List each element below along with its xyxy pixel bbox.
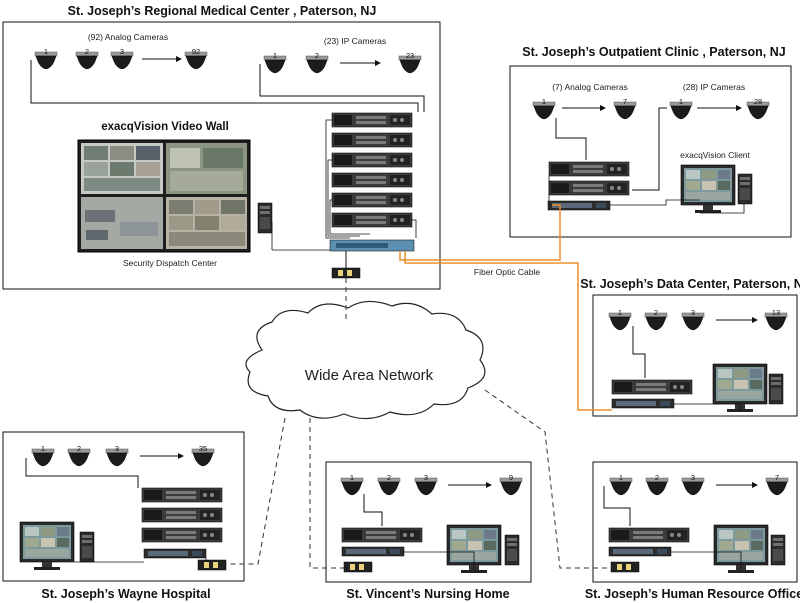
camera-number: 2	[315, 51, 319, 60]
wan-cloud	[245, 300, 486, 420]
outpatient-ip-label: (28) IP Cameras	[683, 82, 745, 92]
core-switch	[329, 239, 415, 252]
wan-links	[226, 278, 612, 569]
camera-number: 1	[618, 308, 622, 317]
camera-number: 1	[41, 444, 45, 453]
camera-number: 1	[679, 97, 683, 106]
network-switch	[341, 546, 405, 557]
workstation-tower	[79, 531, 95, 563]
camera-number: 23	[406, 51, 414, 60]
wan-label: Wide Area Network	[305, 367, 434, 384]
dvr-stack	[141, 487, 223, 543]
wayne-title: St. Joseph’s Wayne Hospital	[41, 587, 210, 601]
camera-number: 1	[619, 473, 623, 482]
camera-number: 1	[273, 51, 277, 60]
fiber-label: Fiber Optic Cable	[474, 267, 540, 277]
videowall-label: exacqVision Video Wall	[101, 121, 229, 133]
vincent-title: St. Vincent’s Nursing Home	[346, 587, 509, 601]
regional-analog-label: (92) Analog Cameras	[88, 32, 168, 42]
camera-number: 1	[44, 47, 48, 56]
network-switch	[143, 548, 207, 559]
camera-number: 2	[77, 444, 81, 453]
workstation-tower	[770, 534, 786, 566]
camera-number: 92	[192, 47, 200, 56]
regional-site-box	[2, 21, 441, 290]
video-wall	[77, 139, 251, 253]
client-monitor	[19, 521, 75, 571]
camera-number: 3	[120, 47, 124, 56]
camera-number: 28	[754, 97, 762, 106]
hr-site-box	[592, 461, 798, 583]
workstation-tower	[768, 373, 784, 405]
client-label: exacqVision Client	[680, 150, 750, 160]
camera-number: 35	[199, 444, 207, 453]
camera-number: 2	[655, 473, 659, 482]
camera-number: 1	[542, 97, 546, 106]
camera-number: 3	[115, 444, 119, 453]
router-icon	[197, 559, 227, 571]
hr-title: St. Joseph’s Human Resource Office	[585, 587, 800, 601]
fiber-optic-cable	[399, 204, 612, 411]
camera-number: 2	[85, 47, 89, 56]
camera-number: 7	[775, 473, 779, 482]
outpatient-title: St. Joseph’s Outpatient Clinic , Paterso…	[522, 45, 786, 59]
router-icon	[610, 561, 640, 573]
router-icon	[343, 561, 373, 573]
regional-title: St. Joseph’s Regional Medical Center , P…	[68, 4, 377, 18]
dvr-stack	[331, 112, 413, 228]
dispatch-label: Security Dispatch Center	[123, 258, 217, 268]
network-switch	[608, 546, 672, 557]
datacenter-site-box	[592, 294, 798, 417]
datacenter-title: St. Joseph’s Data Center, Paterson, NJ	[580, 277, 800, 291]
camera-number: 1	[350, 473, 354, 482]
camera-number: 9	[509, 473, 513, 482]
vincent-site-box	[325, 461, 532, 583]
client-monitor	[680, 164, 736, 214]
dvr-unit	[608, 527, 690, 543]
outpatient-analog-label: (7) Analog Cameras	[552, 82, 628, 92]
dvr-unit	[341, 527, 423, 543]
camera-number: 3	[691, 308, 695, 317]
workstation-tower	[257, 202, 273, 234]
camera-number: 3	[424, 473, 428, 482]
network-switch	[611, 398, 675, 409]
workstation-tower	[737, 173, 753, 205]
camera-number: 7	[623, 97, 627, 106]
workstation-tower	[504, 534, 520, 566]
camera-number: 3	[691, 473, 695, 482]
dvr-stack	[548, 161, 630, 196]
outpatient-site-box	[509, 65, 792, 238]
camera-number: 13	[772, 308, 780, 317]
dvr-unit	[611, 379, 693, 395]
regional-ip-label: (23) IP Cameras	[324, 36, 386, 46]
router-icon	[331, 267, 361, 279]
camera-number: 2	[387, 473, 391, 482]
wayne-site-box	[2, 431, 245, 582]
camera-number: 2	[654, 308, 658, 317]
